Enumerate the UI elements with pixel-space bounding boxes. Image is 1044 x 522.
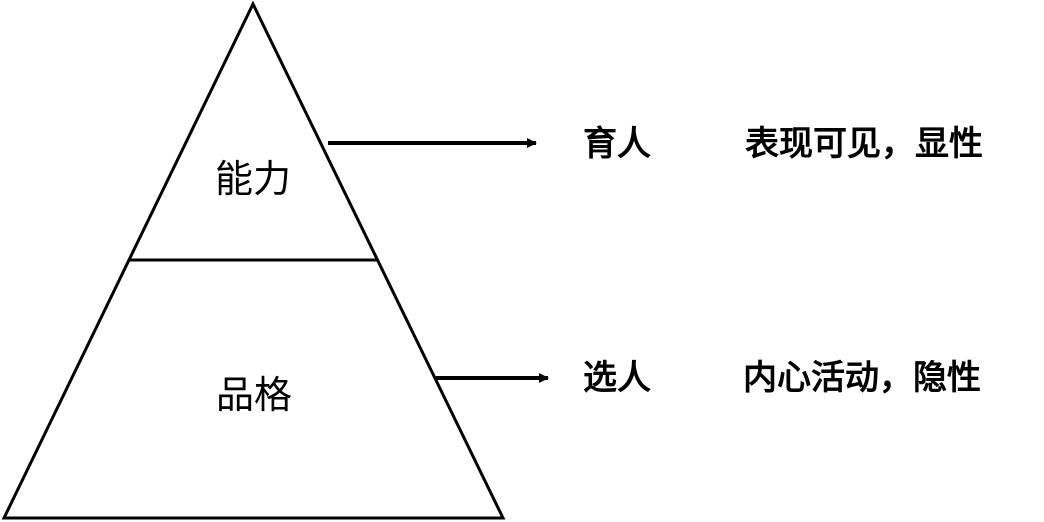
top-layer-action: 育人 [583, 124, 651, 164]
top-layer-description: 表现可见，显性 [745, 124, 983, 164]
pyramid-outline [1, 0, 506, 520]
bottom-layer-action: 选人 [583, 358, 651, 398]
top-layer-label: 能力 [215, 157, 291, 201]
bottom-layer-description: 内心活动，隐性 [743, 358, 981, 398]
bottom-layer-label: 品格 [216, 373, 292, 417]
